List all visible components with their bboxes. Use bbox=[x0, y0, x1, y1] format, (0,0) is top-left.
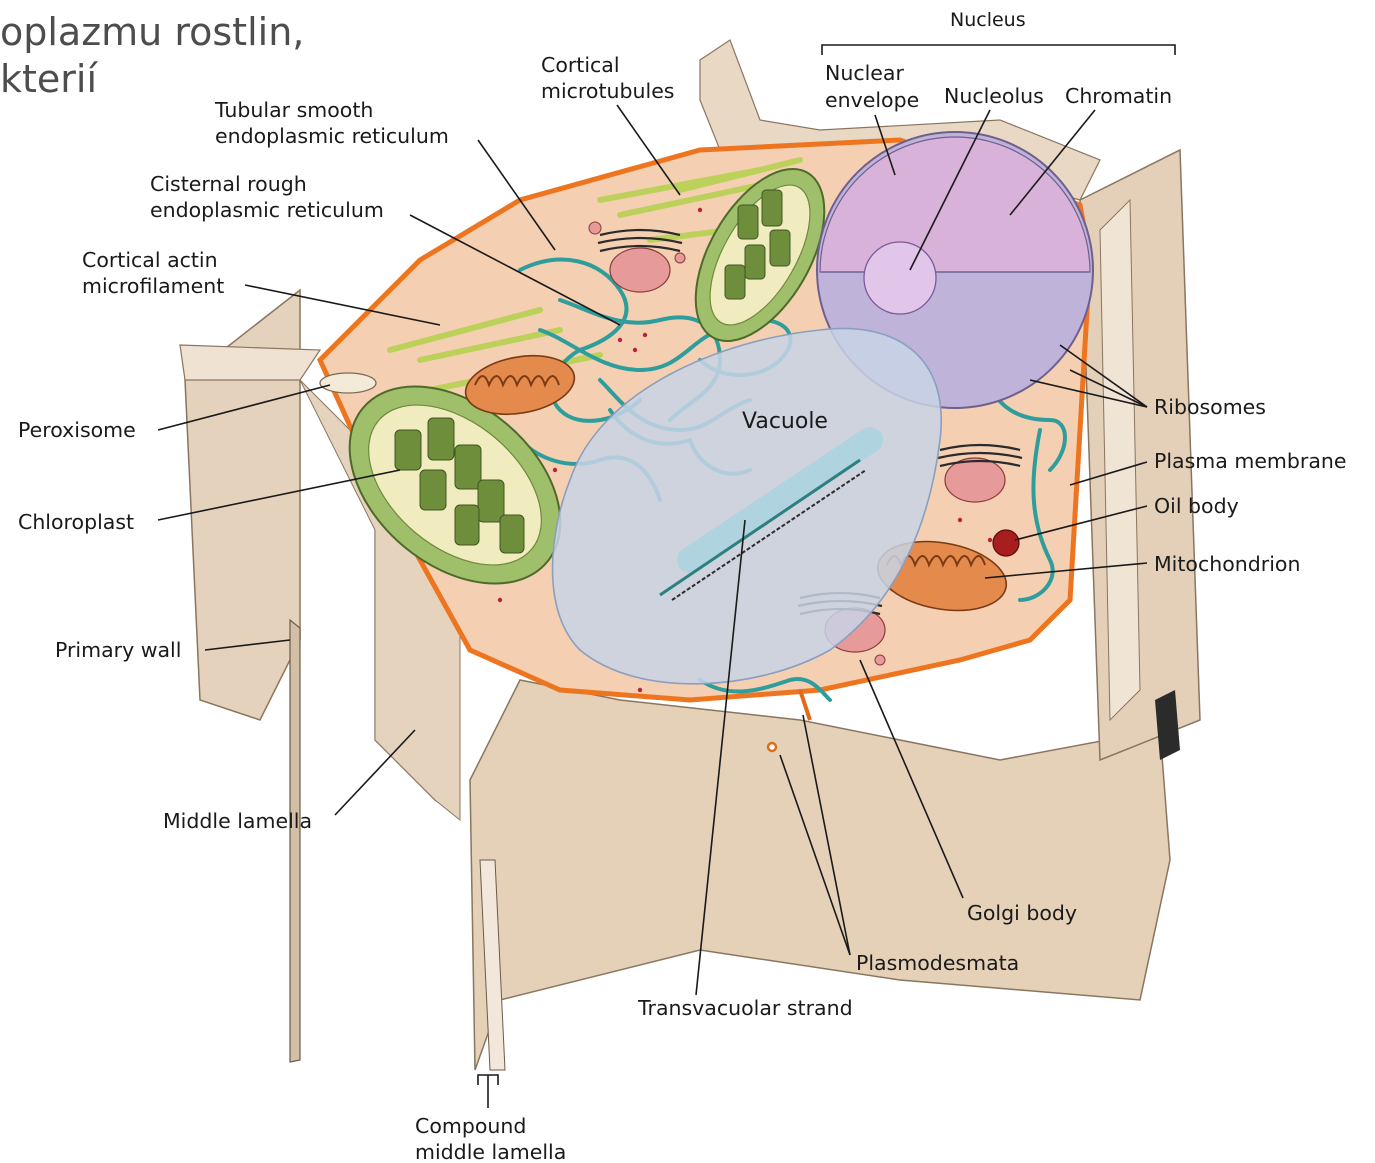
label-cortical-microtubules-line-2: microtubules bbox=[541, 79, 674, 103]
label-mitochondrion: Mitochondrion bbox=[1154, 552, 1300, 576]
label-cisternal-er-line-2: endoplasmic reticulum bbox=[150, 198, 384, 222]
label-transvacuolar-strand: Transvacuolar strand bbox=[637, 996, 853, 1020]
label-cisternal-er-line-1: Cisternal rough bbox=[150, 172, 307, 196]
label-middle-lamella: Middle lamella bbox=[163, 809, 312, 833]
label-tubular-er-line-2: endoplasmic reticulum bbox=[215, 124, 449, 148]
label-cortical-microtubules-line-1: Cortical bbox=[541, 53, 620, 77]
label-tubular-er-line-1: Tubular smooth bbox=[214, 98, 373, 122]
oil-body-shape bbox=[993, 530, 1019, 556]
label-plasmodesmata: Plasmodesmata bbox=[856, 951, 1019, 975]
label-cortical-actin-line-2: microfilament bbox=[82, 274, 224, 298]
label-golgi-body: Golgi body bbox=[967, 901, 1077, 925]
label-nucleus: Nucleus bbox=[950, 9, 1026, 31]
label-ribosomes: Ribosomes bbox=[1154, 395, 1266, 419]
plasmodesmata-pore bbox=[768, 743, 776, 751]
label-plasma-membrane: Plasma membrane bbox=[1154, 449, 1347, 473]
label-vacuole: Vacuole bbox=[742, 409, 828, 434]
label-chloroplast: Chloroplast bbox=[18, 510, 134, 534]
label-compound-middle-lamella-line-1: Compound bbox=[415, 1114, 526, 1138]
label-oil-body: Oil body bbox=[1154, 494, 1239, 518]
peroxisome-shape bbox=[320, 373, 376, 393]
slide-text-line-1: oplazmu rostlin, bbox=[0, 10, 304, 54]
label-compound-middle-lamella-line-2: middle lamella bbox=[415, 1140, 566, 1163]
slide-text-line-2: kterií bbox=[0, 57, 98, 101]
label-chromatin: Chromatin bbox=[1065, 84, 1172, 108]
label-nuclear-envelope-line-1: Nuclear bbox=[825, 61, 904, 85]
label-nucleolus: Nucleolus bbox=[944, 84, 1044, 108]
label-cortical-actin-line-1: Cortical actin bbox=[82, 248, 218, 272]
label-nuclear-envelope-line-2: envelope bbox=[825, 88, 919, 112]
label-primary-wall: Primary wall bbox=[55, 638, 181, 662]
label-peroxisome: Peroxisome bbox=[18, 418, 136, 442]
plasmodesmata-channel bbox=[800, 690, 810, 720]
